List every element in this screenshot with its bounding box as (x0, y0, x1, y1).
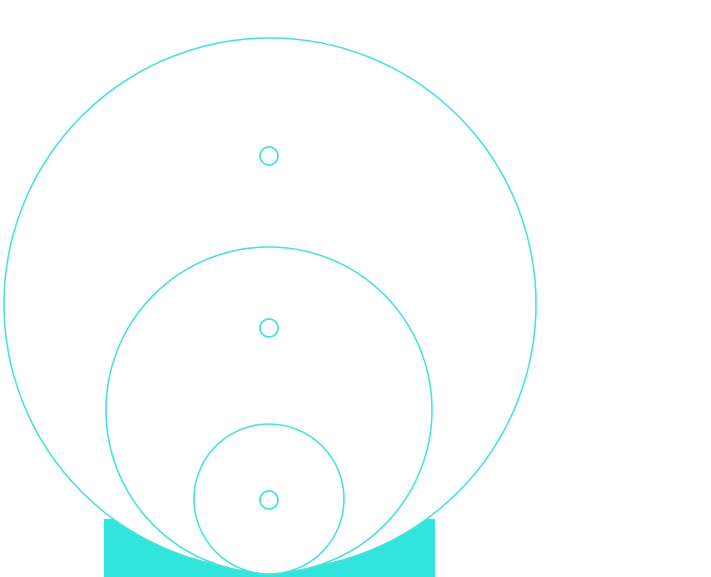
middle-circle-dot (259, 318, 279, 338)
outer-circle-dot (259, 146, 279, 166)
inner-circle-dot (259, 490, 279, 510)
